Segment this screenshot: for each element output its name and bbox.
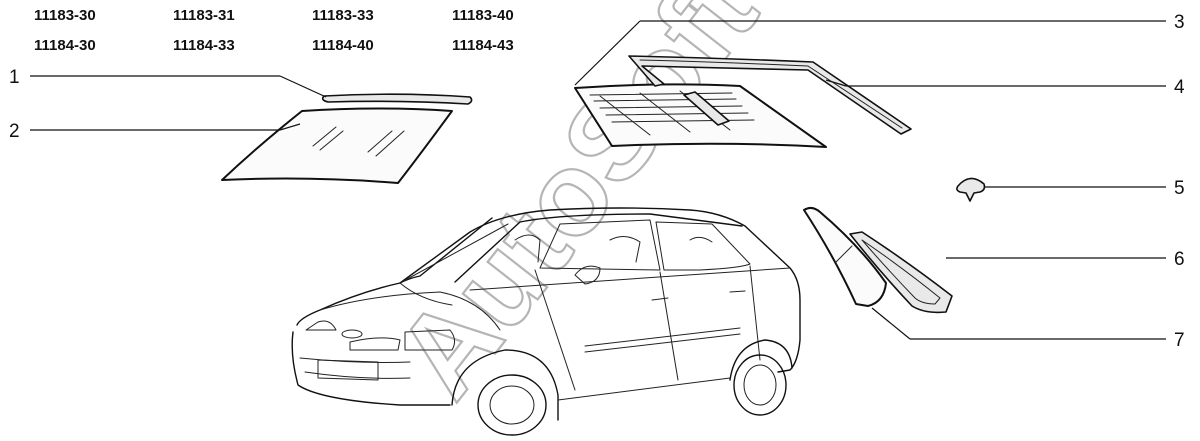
part-rear-window-seal (628, 55, 912, 135)
part-quarter-window-seal (849, 231, 953, 314)
part-fastener-clip (956, 177, 986, 202)
part-windshield (221, 107, 453, 184)
model-code: 11183-31 (173, 7, 235, 24)
callout-1: 1 (9, 67, 20, 88)
model-code-table: 11183-30 11183-31 11183-33 11183-40 1118… (34, 7, 514, 54)
model-code: 11183-40 (452, 7, 514, 24)
model-code: 11184-33 (173, 37, 235, 54)
callout-3: 3 (1174, 12, 1185, 33)
callout-6: 6 (1174, 249, 1185, 270)
callout-4: 4 (1174, 77, 1185, 98)
callout-7: 7 (1174, 330, 1185, 351)
part-rear-quarter-glass (803, 206, 887, 307)
model-code: 11183-33 (312, 7, 374, 24)
callout-numbers: 1 2 3 4 5 6 7 (9, 12, 1185, 351)
model-code: 11183-30 (34, 7, 96, 24)
car-illustration (291, 207, 801, 436)
model-code: 11184-40 (312, 37, 374, 54)
part-windshield-seal-strip (321, 93, 473, 105)
part-rear-window (574, 83, 827, 148)
leader-lines (30, 20, 1166, 340)
model-code: 11184-30 (34, 37, 96, 54)
model-code: 11184-43 (452, 37, 514, 54)
callout-5: 5 (1174, 178, 1185, 199)
callout-2: 2 (9, 121, 20, 142)
